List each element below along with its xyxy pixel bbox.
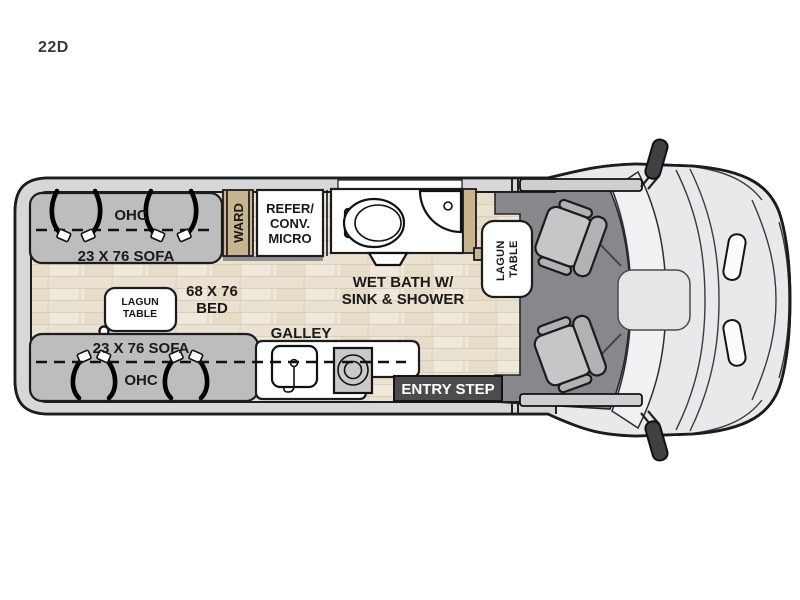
lagun-table-top	[480, 219, 534, 299]
toilet-icon	[342, 197, 406, 249]
headlight-top	[722, 233, 747, 281]
lagun-table-top	[103, 286, 178, 333]
burner-outer	[337, 354, 369, 386]
sofa-top: OHC 23 X 76 SOFA	[28, 188, 224, 265]
cabinet-base	[223, 256, 323, 261]
bath-door-step	[367, 251, 409, 267]
wardrobe-edges	[226, 191, 250, 255]
roof-rail-top	[519, 178, 643, 192]
seatbelt-strap	[70, 357, 84, 401]
wardrobe-label: WARD	[231, 203, 246, 243]
refer-label-line1: REFER/	[266, 201, 314, 216]
seatbelt-buckle	[76, 349, 92, 364]
seatbelt-strap	[196, 357, 210, 401]
ohc-top-label: OHC	[114, 207, 148, 224]
model-label: 22D	[38, 39, 69, 56]
galley-label: GALLEY	[271, 325, 332, 342]
seatbelt-strap	[162, 357, 176, 401]
seatbelt-buckle	[56, 228, 72, 243]
lagun-table-lounge: LAGUN TABLE	[98, 286, 178, 337]
sofa-bottom-label: 23 X 76 SOFA	[93, 340, 190, 357]
van-front-detail	[519, 166, 790, 434]
entry-step: ENTRY STEP	[393, 375, 503, 402]
side-mirror-bottom	[640, 410, 669, 462]
wet-bath-label-line2: SINK & SHOWER	[342, 291, 465, 308]
lagun-lounge-label-line1: LAGUN	[121, 296, 158, 308]
corner-shower-icon	[418, 189, 463, 234]
lagun-cab-label: LAGUN TABLE	[495, 237, 520, 281]
seatbelt-buckle	[96, 349, 112, 364]
wardrobe-cabinet: WARD	[222, 189, 254, 257]
wet-bath: WET BATH W/ SINK & SHOWER	[329, 187, 477, 308]
entry-step-label: ENTRY STEP	[401, 381, 494, 398]
seatbelt-icon	[49, 188, 103, 243]
shower-drain	[443, 201, 453, 211]
sofa-top-label: 23 X 76 SOFA	[78, 248, 175, 265]
wet-bath-label-line1: WET BATH W/	[353, 274, 454, 291]
sofa-top-body	[28, 191, 224, 265]
refer-label-line2: CONV.	[270, 216, 310, 231]
faucet-icon	[283, 366, 295, 393]
lagun-lounge-label-line2: TABLE	[123, 308, 157, 320]
mirror-blade	[644, 138, 669, 180]
seat-backrest	[572, 314, 607, 377]
seatbelt-buckle	[150, 228, 166, 243]
seatbelt-icon	[143, 188, 199, 243]
toilet-bowl	[354, 204, 402, 242]
sofa-bottom: 23 X 76 SOFA OHC	[28, 332, 260, 403]
captain-seat-bottom	[533, 314, 607, 394]
refrigerator-body	[255, 188, 325, 258]
seat-backrest	[572, 215, 608, 278]
galley-counter: GALLEY	[254, 325, 421, 401]
captain-seat-top	[534, 198, 608, 278]
bed-size-label: 68 X 76	[186, 283, 238, 300]
seatbelt-buckle	[80, 228, 96, 243]
seatbelt-buckle	[176, 228, 192, 243]
mirror-blade	[644, 420, 669, 462]
hood-front-edge	[751, 199, 777, 401]
van-outline-stroke	[13, 162, 792, 438]
bath-wall-panel	[462, 188, 477, 254]
entry-step-box	[393, 375, 503, 402]
engine-console	[617, 269, 691, 331]
seatbelt-buckle	[188, 349, 204, 364]
bath-window	[337, 179, 463, 190]
side-mirror-top	[640, 138, 669, 190]
refrigerator-cabinet: REFER/ CONV. MICRO	[255, 188, 328, 258]
bed-word-label: BED	[196, 300, 228, 317]
door-sill-bottom	[519, 393, 643, 407]
door-pillar-marks	[511, 178, 557, 414]
seatbelt-icon	[70, 349, 118, 401]
seatbelt-strap	[104, 357, 118, 401]
ohc-bottom-label: OHC	[124, 372, 158, 389]
seatbelt-icon	[162, 349, 210, 401]
wardrobe-body	[222, 189, 254, 257]
refer-label-line3: MICRO	[268, 231, 311, 246]
seatbelt-buckle	[168, 349, 184, 364]
hood-crease-lines	[675, 168, 720, 432]
headlight-bottom	[722, 319, 747, 367]
lagun-table-cab: LAGUN TABLE	[473, 219, 534, 299]
